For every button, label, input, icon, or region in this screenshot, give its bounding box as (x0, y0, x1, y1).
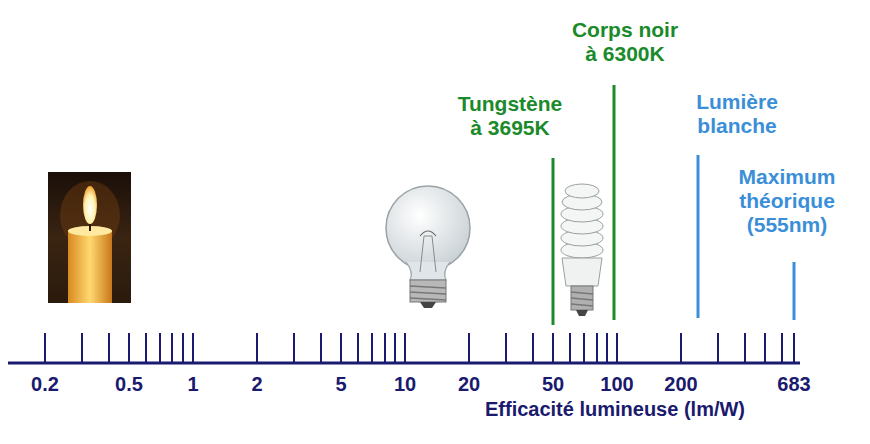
tick-label: 683 (777, 372, 810, 396)
reference-lines-green (553, 85, 614, 325)
tick-label: 1 (187, 372, 198, 396)
axis-ticks (45, 333, 794, 363)
axis-title: Efficacité lumineuse (lm/W) (485, 397, 745, 421)
tick-label: 0.2 (31, 372, 59, 396)
reference-label: Corps noir à 6300K (568, 18, 683, 66)
incandescent-bulb-picture (386, 186, 470, 308)
compact-fluorescent-picture (561, 184, 603, 316)
candle-picture (48, 172, 131, 303)
reference-label: Maximum théorique (555nm) (735, 165, 840, 237)
tick-label: 100 (600, 372, 633, 396)
reference-label: Tungstène à 3695K (453, 92, 568, 140)
tick-label: 10 (394, 372, 416, 396)
tick-label: 5 (335, 372, 346, 396)
tick-label: 20 (458, 372, 480, 396)
tick-label: 50 (542, 372, 564, 396)
tick-label: 0.5 (115, 372, 143, 396)
tick-label: 200 (664, 372, 697, 396)
tick-label: 2 (251, 372, 262, 396)
axis-line (8, 362, 800, 365)
reference-label: Lumière blanche (690, 90, 785, 138)
